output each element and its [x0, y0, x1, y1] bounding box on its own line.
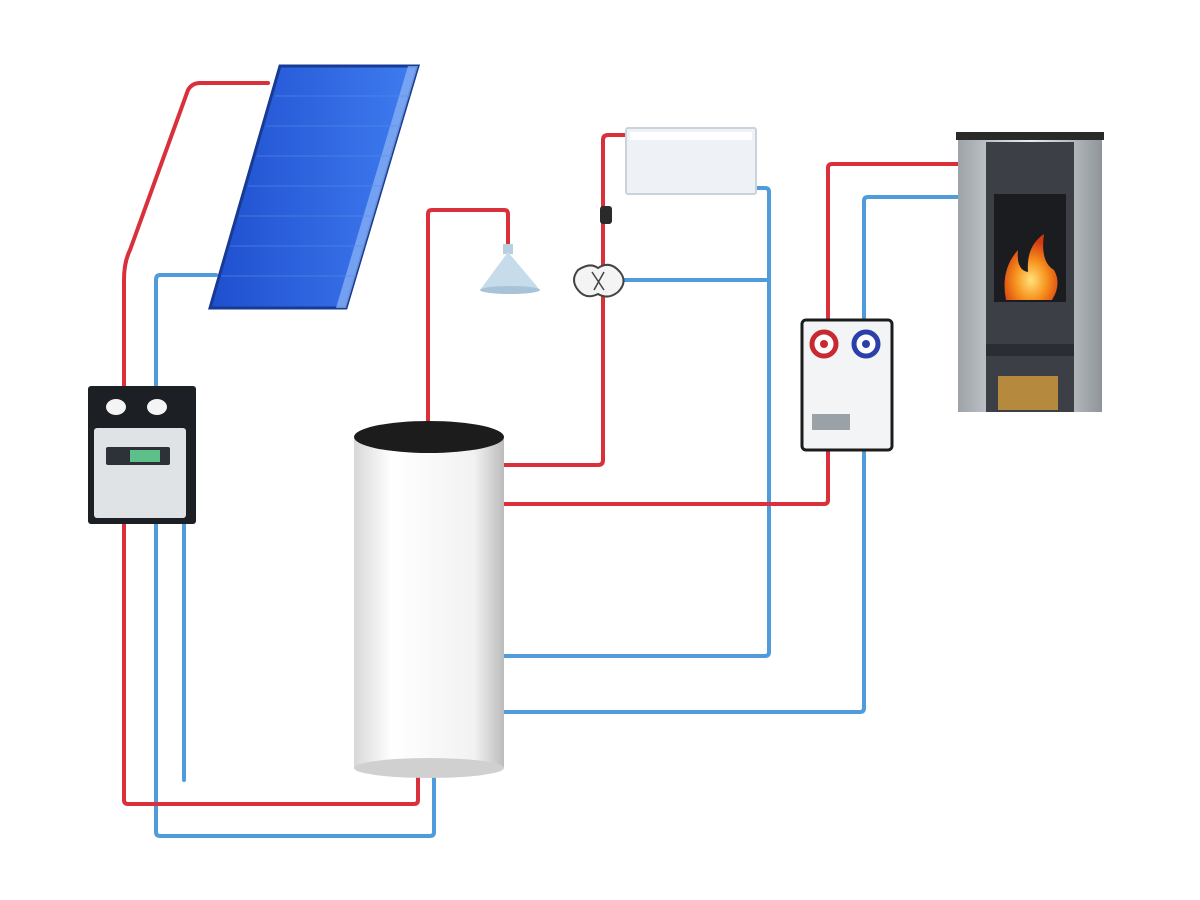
solar-pump-station: [88, 386, 196, 524]
radiator-icon: [625, 127, 757, 195]
shower-head: [480, 244, 540, 294]
cold-pipes: [154, 186, 962, 838]
storage-tank: [354, 421, 504, 778]
wood-stove: [956, 132, 1104, 412]
radiator: [600, 127, 757, 224]
pump-station-gauge-right: [147, 399, 167, 415]
stove-pump-group: [800, 318, 894, 452]
cold-pipe-collector-return: [154, 273, 218, 387]
hot-pipe-shower: [426, 208, 510, 424]
cold-pipe-stove-group-to-tank: [502, 448, 866, 714]
pump-station-gauge-left: [106, 399, 126, 415]
cold-pipe-stove-return: [862, 195, 962, 324]
cold-pipe-station-to-tank: [154, 523, 436, 838]
shower-icon: [480, 252, 540, 290]
hot-pipe-radiator-supply: [502, 133, 630, 467]
mixing-valve: [573, 263, 625, 298]
fire-icon: [1004, 234, 1058, 300]
hot-pipe-station-to-tank: [122, 523, 420, 806]
hot-pipe-collector-flow: [122, 81, 270, 387]
wood-storage: [998, 376, 1058, 410]
radiator-thermostat: [600, 206, 612, 224]
hot-pipe-stove-flow: [826, 162, 962, 324]
solar-panel-icon: [208, 64, 421, 310]
cold-pipe-radiator-return: [502, 186, 771, 658]
pump-group-label-plate: [812, 414, 850, 430]
tank-lid: [354, 421, 504, 453]
hot-pipes: [122, 81, 962, 806]
tank-icon: [354, 436, 504, 768]
hot-pipe-stove-group-to-tank: [502, 448, 830, 506]
solar-collector: [208, 64, 421, 310]
